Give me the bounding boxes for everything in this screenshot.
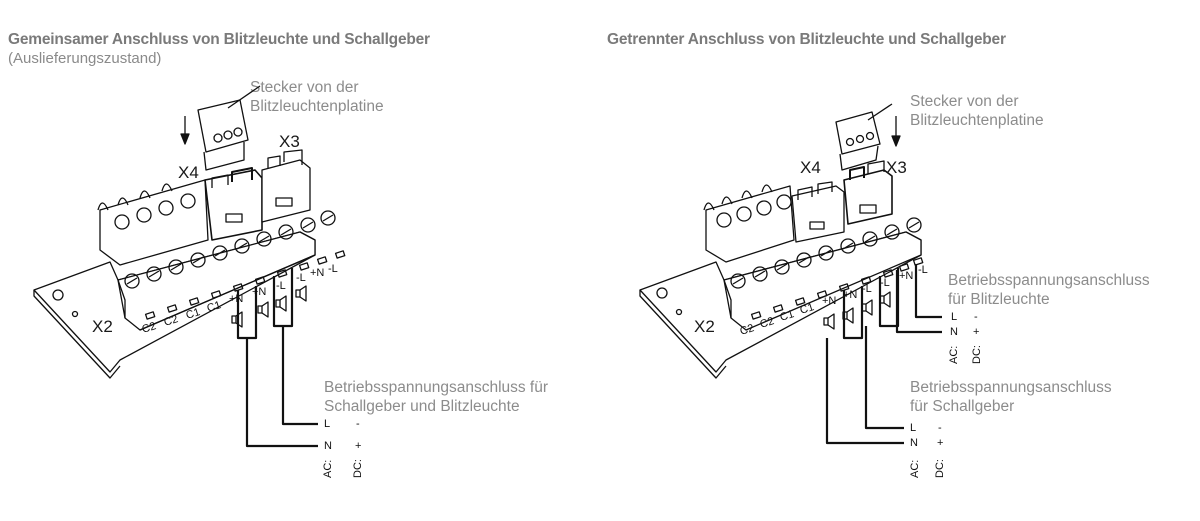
right-terminal-n2: +N [843,289,858,301]
right-sounder-wire-ac: AC: [909,459,921,478]
left-wire-l-dc: - [356,418,360,430]
right-sounder-wire-n-dc: + [937,437,944,449]
right-flash-wire-l-dc: - [974,311,978,323]
left-panel-subtitle: (Auslieferungszustand) [8,50,162,67]
left-supply-label: Betriebsspannungsanschluss für Schallgeb… [324,378,548,416]
right-sounder-supply-label: Betriebsspannungsanschluss für Schallgeb… [910,378,1112,416]
right-terminal-l2: -L [880,277,890,289]
left-plug-label: Stecker von der Blitzleuchtenplatine [250,78,384,116]
right-flash-wire-dc: DC: [971,345,983,364]
left-panel-title: Gemeinsamer Anschluss von Blitzleuchte u… [8,31,430,48]
right-sounder-wire-l: L [910,422,917,434]
right-terminal-n1: +N [822,295,837,307]
left-connector-x2-label: X2 [92,317,113,336]
right-sounder-supply-label-line1: Betriebsspannungsanschluss [910,379,1112,396]
left-terminal-l2: -L [296,272,306,284]
right-connector-x2-label: X2 [694,317,715,336]
left-terminal-n3: +N [310,267,325,279]
right-flash-supply-label-line2: für Blitzleuchte [948,291,1050,308]
right-sounder-supply-label-line2: für Schallgeber [910,398,1015,415]
left-connector-x4-label: X4 [178,163,199,182]
right-plug-label-line1: Stecker von der [910,93,1019,110]
right-sounder-wire-dc: DC: [934,459,946,478]
right-sounder-wire-n: N [910,437,918,449]
left-wire-n: N [324,440,332,452]
right-flash-supply-label: Betriebsspannungsanschluss für Blitzleuc… [948,271,1150,309]
right-flash-wire-n-dc: + [973,326,980,338]
left-terminal-n2: +N [252,286,267,298]
right-plug-label-line2: Blitzleuchtenplatine [910,112,1044,129]
right-flash-supply-label-line1: Betriebsspannungsanschluss [948,272,1150,289]
left-plug-label-line1: Stecker von der [250,79,359,96]
left-supply-label-line1: Betriebsspannungsanschluss für [324,379,549,396]
left-connector-x3-label: X3 [279,132,300,151]
right-terminal-l1: -L [862,283,872,295]
left-terminal-l1: -L [276,280,286,292]
left-supply-label-line2: Schallgeber und Blitzleuchte [324,398,520,415]
left-plug-label-line2: Blitzleuchtenplatine [250,98,384,115]
left-wire-l: L [324,418,331,430]
right-connector-x4-label: X4 [800,158,821,177]
right-flash-wire-l: L [951,311,958,323]
right-flash-wire-ac: AC: [948,345,960,364]
right-panel-title: Getrennter Anschluss von Blitzleuchte un… [607,31,1006,48]
right-sounder-wire-l-dc: - [938,422,942,434]
right-plug-label: Stecker von der Blitzleuchtenplatine [910,92,1044,130]
right-flash-wire-n: N [950,326,958,338]
right-terminal-l3: -L [918,264,928,276]
left-wire-n-dc: + [355,440,362,452]
left-terminal-l3: -L [328,263,338,275]
right-terminal-n3: +N [899,270,914,282]
left-terminal-n1: +N [229,293,244,305]
right-connector-x3-label: X3 [886,158,907,177]
